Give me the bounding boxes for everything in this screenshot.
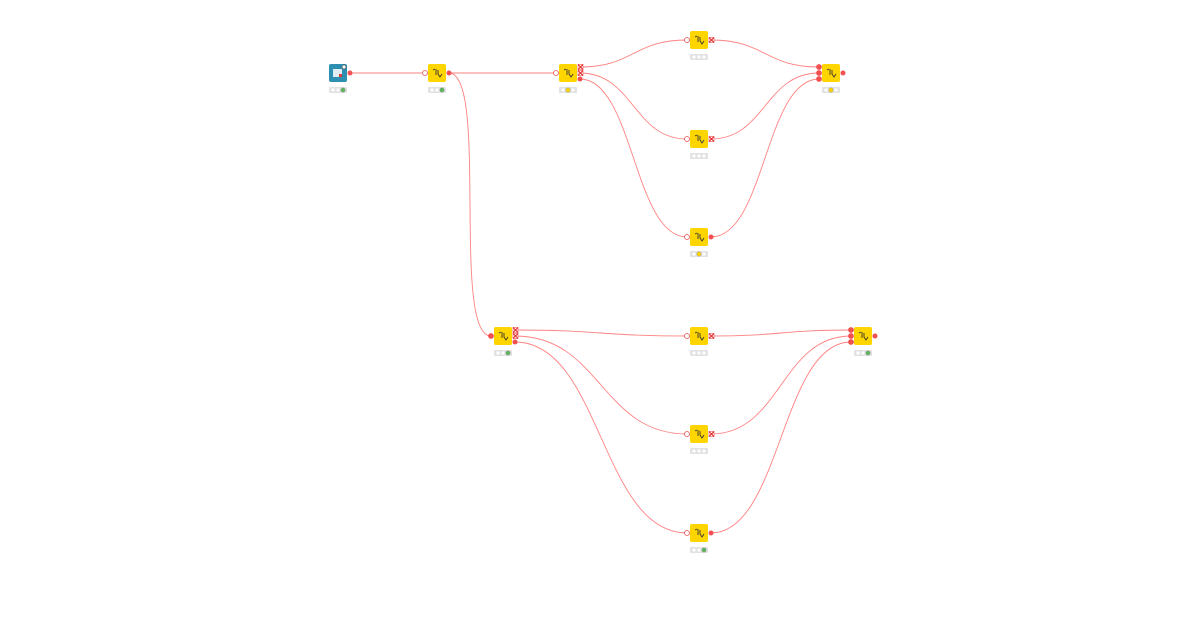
- input-port[interactable]: [816, 76, 822, 82]
- data-manipulation-icon: [858, 331, 869, 341]
- connection-branch_bottom_2-to-merge_bottom[interactable]: [710, 335, 852, 435]
- output-port[interactable]: [708, 530, 714, 536]
- node-branch_bottom_3[interactable]: [684, 524, 714, 553]
- data-manipulation-icon: [694, 429, 705, 439]
- input-port[interactable]: [816, 70, 822, 76]
- input-port[interactable]: [816, 64, 822, 70]
- node-filter1[interactable]: [422, 64, 452, 93]
- input-port[interactable]: [848, 339, 854, 345]
- status-indicator: [559, 87, 577, 93]
- node-branch_bottom_2[interactable]: [684, 425, 715, 454]
- status-indicator: [329, 87, 347, 93]
- node-branch_top_1[interactable]: [684, 31, 715, 60]
- output-port[interactable]: [577, 76, 583, 82]
- data-manipulation-icon: [694, 528, 705, 538]
- connection-branch_bottom_1-to-merge_bottom[interactable]: [710, 329, 852, 337]
- status-indicator: [854, 350, 872, 356]
- input-port[interactable]: [684, 530, 690, 536]
- status-indicator: [690, 350, 708, 356]
- node-branch_bottom_1[interactable]: [684, 327, 715, 356]
- output-port[interactable]: [347, 70, 353, 76]
- inactive-x-icon: [512, 333, 519, 339]
- output-port[interactable]: [512, 339, 518, 345]
- input-port[interactable]: [848, 333, 854, 339]
- node-body[interactable]: [690, 228, 708, 246]
- connection-branch_top_2-to-merge_top[interactable]: [710, 72, 820, 140]
- node-body[interactable]: [428, 64, 446, 82]
- node-body[interactable]: [690, 425, 708, 443]
- connection-branch_top_1-to-merge_top[interactable]: [710, 39, 820, 68]
- connection-filter1-to-splitter_bottom[interactable]: [448, 72, 492, 337]
- node-reader[interactable]: [329, 64, 353, 93]
- node-splitter_bottom[interactable]: [488, 327, 519, 356]
- input-port[interactable]: [684, 431, 690, 437]
- connection-splitter_top-to-branch_top_3[interactable]: [579, 78, 688, 238]
- output-port[interactable]: [446, 70, 452, 76]
- data-manipulation-icon: [498, 331, 509, 341]
- inactive-x-icon: [708, 333, 715, 339]
- output-port[interactable]: [872, 333, 878, 339]
- node-splitter_top[interactable]: [553, 64, 584, 93]
- data-manipulation-icon: [432, 68, 443, 78]
- data-manipulation-icon: [694, 134, 705, 144]
- node-body[interactable]: [822, 64, 840, 82]
- inactive-x-icon: [577, 70, 584, 76]
- inactive-x-icon: [577, 64, 584, 70]
- input-port[interactable]: [488, 333, 494, 339]
- inactive-x-icon: [708, 37, 715, 43]
- inactive-x-icon: [708, 431, 715, 437]
- node-body[interactable]: [854, 327, 872, 345]
- node-body[interactable]: [559, 64, 577, 82]
- input-port[interactable]: [553, 70, 559, 76]
- node-branch_top_2[interactable]: [684, 130, 715, 159]
- status-indicator: [428, 87, 446, 93]
- input-port[interactable]: [684, 333, 690, 339]
- connection-branch_bottom_3-to-merge_bottom[interactable]: [710, 341, 852, 534]
- input-port[interactable]: [422, 70, 428, 76]
- connection-splitter_bottom-to-branch_bottom_3[interactable]: [514, 341, 688, 534]
- data-manipulation-icon: [826, 68, 837, 78]
- node-body[interactable]: [690, 31, 708, 49]
- node-body[interactable]: [494, 327, 512, 345]
- data-manipulation-icon: [694, 35, 705, 45]
- status-indicator: [690, 547, 708, 553]
- table-reader-icon: [333, 64, 347, 77]
- input-port[interactable]: [684, 136, 690, 142]
- status-indicator: [690, 251, 708, 257]
- status-indicator: [822, 87, 840, 93]
- status-indicator: [690, 153, 708, 159]
- data-manipulation-icon: [563, 68, 574, 78]
- connection-splitter_bottom-to-branch_bottom_2[interactable]: [514, 335, 688, 435]
- nodes: [329, 31, 878, 553]
- connection-splitter_top-to-branch_top_1[interactable]: [579, 39, 688, 68]
- status-indicator: [690, 448, 708, 454]
- node-body[interactable]: [690, 130, 708, 148]
- connection-splitter_top-to-branch_top_2[interactable]: [579, 72, 688, 140]
- node-branch_top_3[interactable]: [684, 228, 714, 257]
- connection-splitter_bottom-to-branch_bottom_1[interactable]: [514, 329, 688, 337]
- inactive-x-icon: [708, 136, 715, 142]
- data-manipulation-icon: [694, 232, 705, 242]
- inactive-x-icon: [512, 327, 519, 333]
- node-merge_bottom[interactable]: [848, 327, 878, 356]
- node-merge_top[interactable]: [816, 64, 846, 93]
- node-body[interactable]: [690, 327, 708, 345]
- status-indicator: [690, 54, 708, 60]
- connections: [350, 39, 852, 534]
- connection-branch_top_3-to-merge_top[interactable]: [710, 78, 820, 238]
- data-manipulation-icon: [694, 331, 705, 341]
- status-indicator: [494, 350, 512, 356]
- node-body[interactable]: [690, 524, 708, 542]
- input-port[interactable]: [684, 234, 690, 240]
- input-port[interactable]: [684, 37, 690, 43]
- output-port[interactable]: [708, 234, 714, 240]
- output-port[interactable]: [840, 70, 846, 76]
- input-port[interactable]: [848, 327, 854, 333]
